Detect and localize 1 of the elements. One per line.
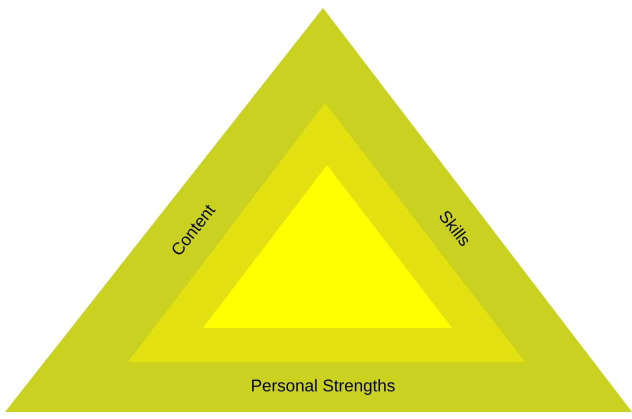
band-label: Personal Strengths [252,379,395,395]
